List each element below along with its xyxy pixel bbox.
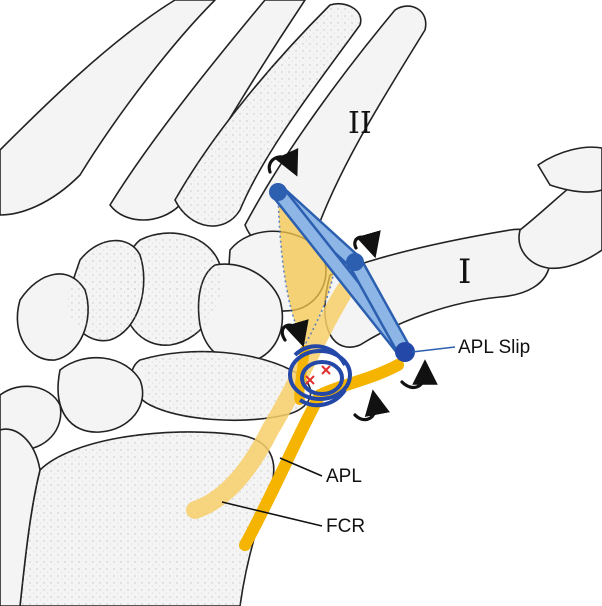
apl-slip-leader: [412, 347, 455, 352]
middle-anchor-knob: [346, 253, 364, 271]
metacarpal-i-label: I: [458, 252, 471, 292]
apl-slip-label: APL Slip: [458, 337, 530, 358]
apl-label: APL: [326, 466, 362, 487]
metacarpal-ii-label: II: [348, 106, 372, 141]
lunate-bone: [58, 358, 143, 432]
proximal-anchor-knob: [269, 183, 287, 201]
fcr-label: FCR: [326, 516, 365, 537]
thumb-distal-bone: [538, 147, 602, 192]
